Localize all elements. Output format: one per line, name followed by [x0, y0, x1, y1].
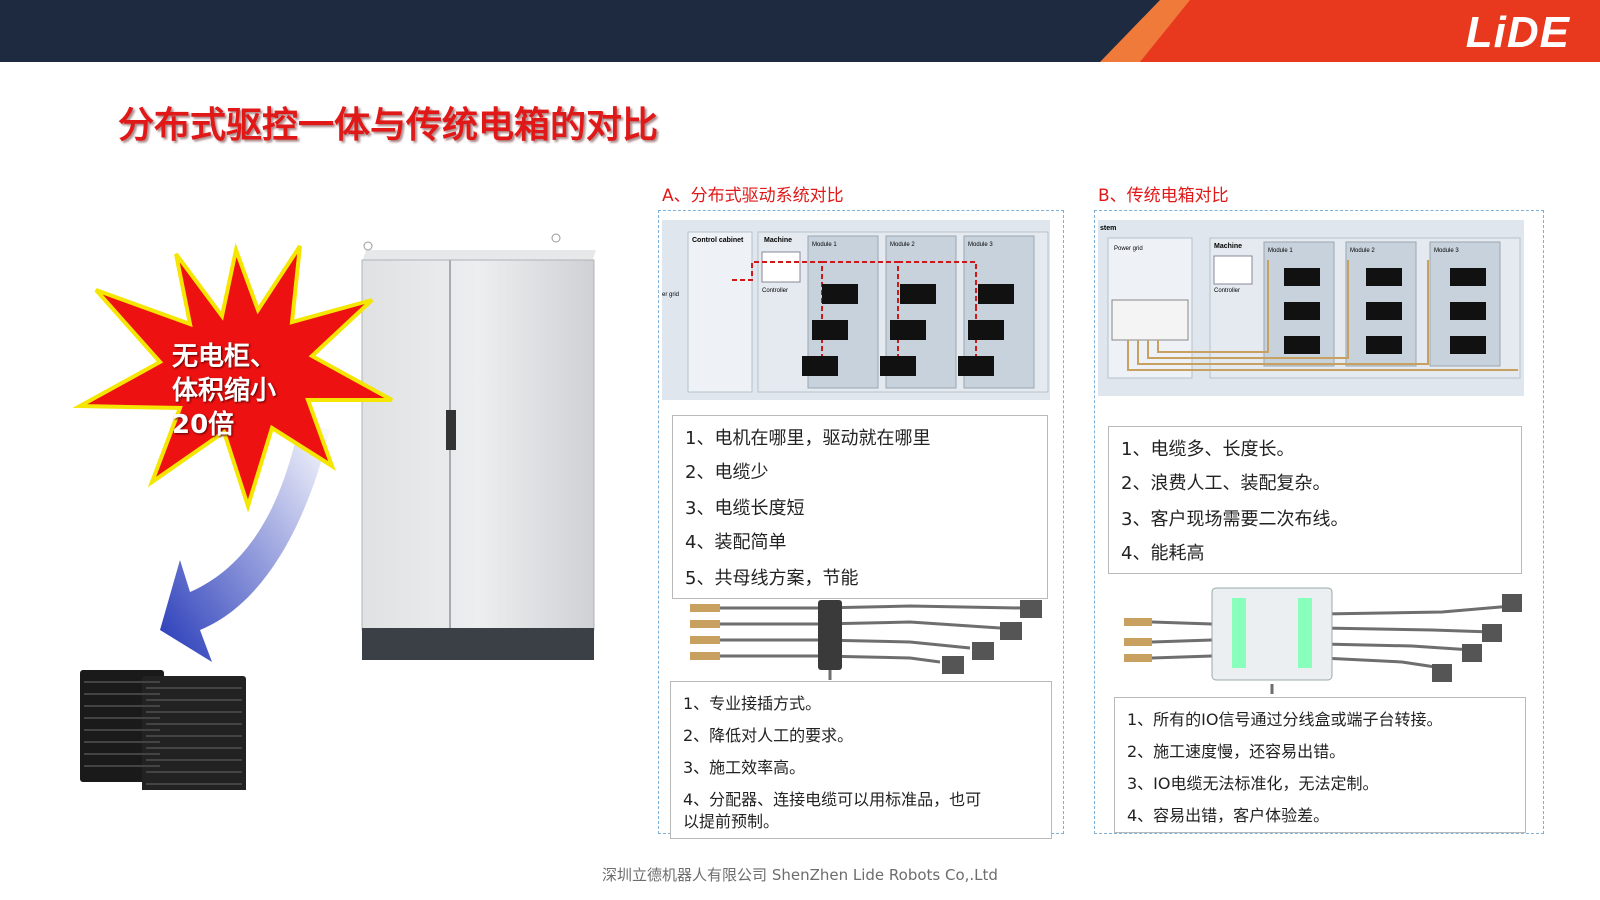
module-label: Module 1	[812, 242, 837, 248]
list-item: 4、容易出错，客户体验差。	[1127, 806, 1330, 825]
system-label: stem	[1100, 225, 1116, 232]
controller-label: Controller	[762, 288, 788, 294]
servo-drives-image	[80, 670, 246, 790]
list-item: 2、电缆少	[685, 462, 769, 483]
list-item: 1、专业接插方式。	[683, 694, 822, 713]
list-item: 3、电缆长度短	[685, 498, 805, 519]
page-title: 分布式驱控一体与传统电箱的对比	[118, 105, 659, 146]
list-item: 2、施工速度慢，还容易出错。	[1127, 742, 1346, 761]
list-item: 4、分配器、连接电缆可以用标准品，也可	[683, 790, 982, 809]
module-label: Module 2	[890, 242, 915, 248]
list-item: 2、浪费人工、装配复杂。	[1121, 473, 1331, 494]
list-item: 4、能耗高	[1121, 543, 1205, 564]
list-item: 2、降低对人工的要求。	[683, 726, 854, 745]
company-logo: LiDE	[1465, 8, 1570, 57]
header-accent-stripes	[1100, 0, 1600, 62]
list-item: 以提前预制。	[683, 812, 780, 831]
module-label: Module 1	[1268, 248, 1293, 254]
module-label: Module 3	[968, 242, 993, 248]
header-bar: LiDE	[0, 0, 1600, 62]
module-label: Module 3	[1434, 248, 1459, 254]
panel-b-title: B、传统电箱对比	[1098, 186, 1229, 206]
electrical-cabinet-image	[361, 233, 596, 660]
panel-b-diagram: stem Power grid Machine Controller Modul…	[1098, 220, 1524, 396]
machine-label: Machine	[1214, 243, 1242, 250]
list-item: 1、电机在哪里，驱动就在哪里	[685, 428, 931, 449]
list-item: 1、电缆多、长度长。	[1121, 439, 1295, 460]
left-illustration	[72, 233, 596, 790]
curved-arrow	[160, 420, 330, 662]
list-item: 5、共母线方案，节能	[685, 568, 859, 589]
panel-b-issue-list: 1、电缆多、长度长。 2、浪费人工、装配复杂。 3、客户现场需要二次布线。 4、…	[1108, 426, 1522, 574]
panel-a-title: A、分布式驱动系统对比	[662, 186, 844, 206]
panel-b	[1094, 210, 1544, 834]
list-item: 3、施工效率高。	[683, 758, 806, 777]
panel-b-junction-box-image	[1124, 587, 1522, 694]
power-grid-label: Power grid	[1114, 246, 1143, 252]
starburst-shape	[72, 242, 393, 513]
panel-a-connector-image	[690, 600, 1042, 680]
burst-callout: 无电柜、 体积缩小 20倍	[172, 340, 276, 442]
panel-a-connector-list: 1、专业接插方式。 2、降低对人工的要求。 3、施工效率高。 4、分配器、连接电…	[670, 681, 1052, 839]
panel-a-feature-list: 1、电机在哪里，驱动就在哪里 2、电缆少 3、电缆长度短 4、装配简单 5、共母…	[672, 415, 1048, 599]
controller-label: Controller	[1214, 288, 1240, 294]
panel-b-io-list: 1、所有的IO信号通过分线盒或端子台转接。 2、施工速度慢，还容易出错。 3、I…	[1114, 697, 1526, 833]
power-grid-label: er grid	[662, 292, 679, 298]
panel-a-diagram: Control cabinet er grid Machine Controll…	[662, 220, 1050, 400]
list-item: 1、所有的IO信号通过分线盒或端子台转接。	[1127, 710, 1443, 729]
burst-line: 无电柜、	[172, 342, 277, 372]
list-item: 3、客户现场需要二次布线。	[1121, 509, 1349, 530]
machine-label: Machine	[764, 237, 792, 244]
control-cabinet-label: Control cabinet	[692, 237, 744, 244]
module-label: Module 2	[1350, 248, 1375, 254]
burst-line: 体积缩小	[172, 376, 277, 406]
footer-company: 深圳立德机器人有限公司 ShenZhen Lide Robots Co,.Ltd	[602, 866, 998, 884]
list-item: 4、装配简单	[685, 532, 787, 553]
burst-line: 20倍	[172, 410, 235, 440]
list-item: 3、IO电缆无法标准化，无法定制。	[1127, 774, 1379, 793]
